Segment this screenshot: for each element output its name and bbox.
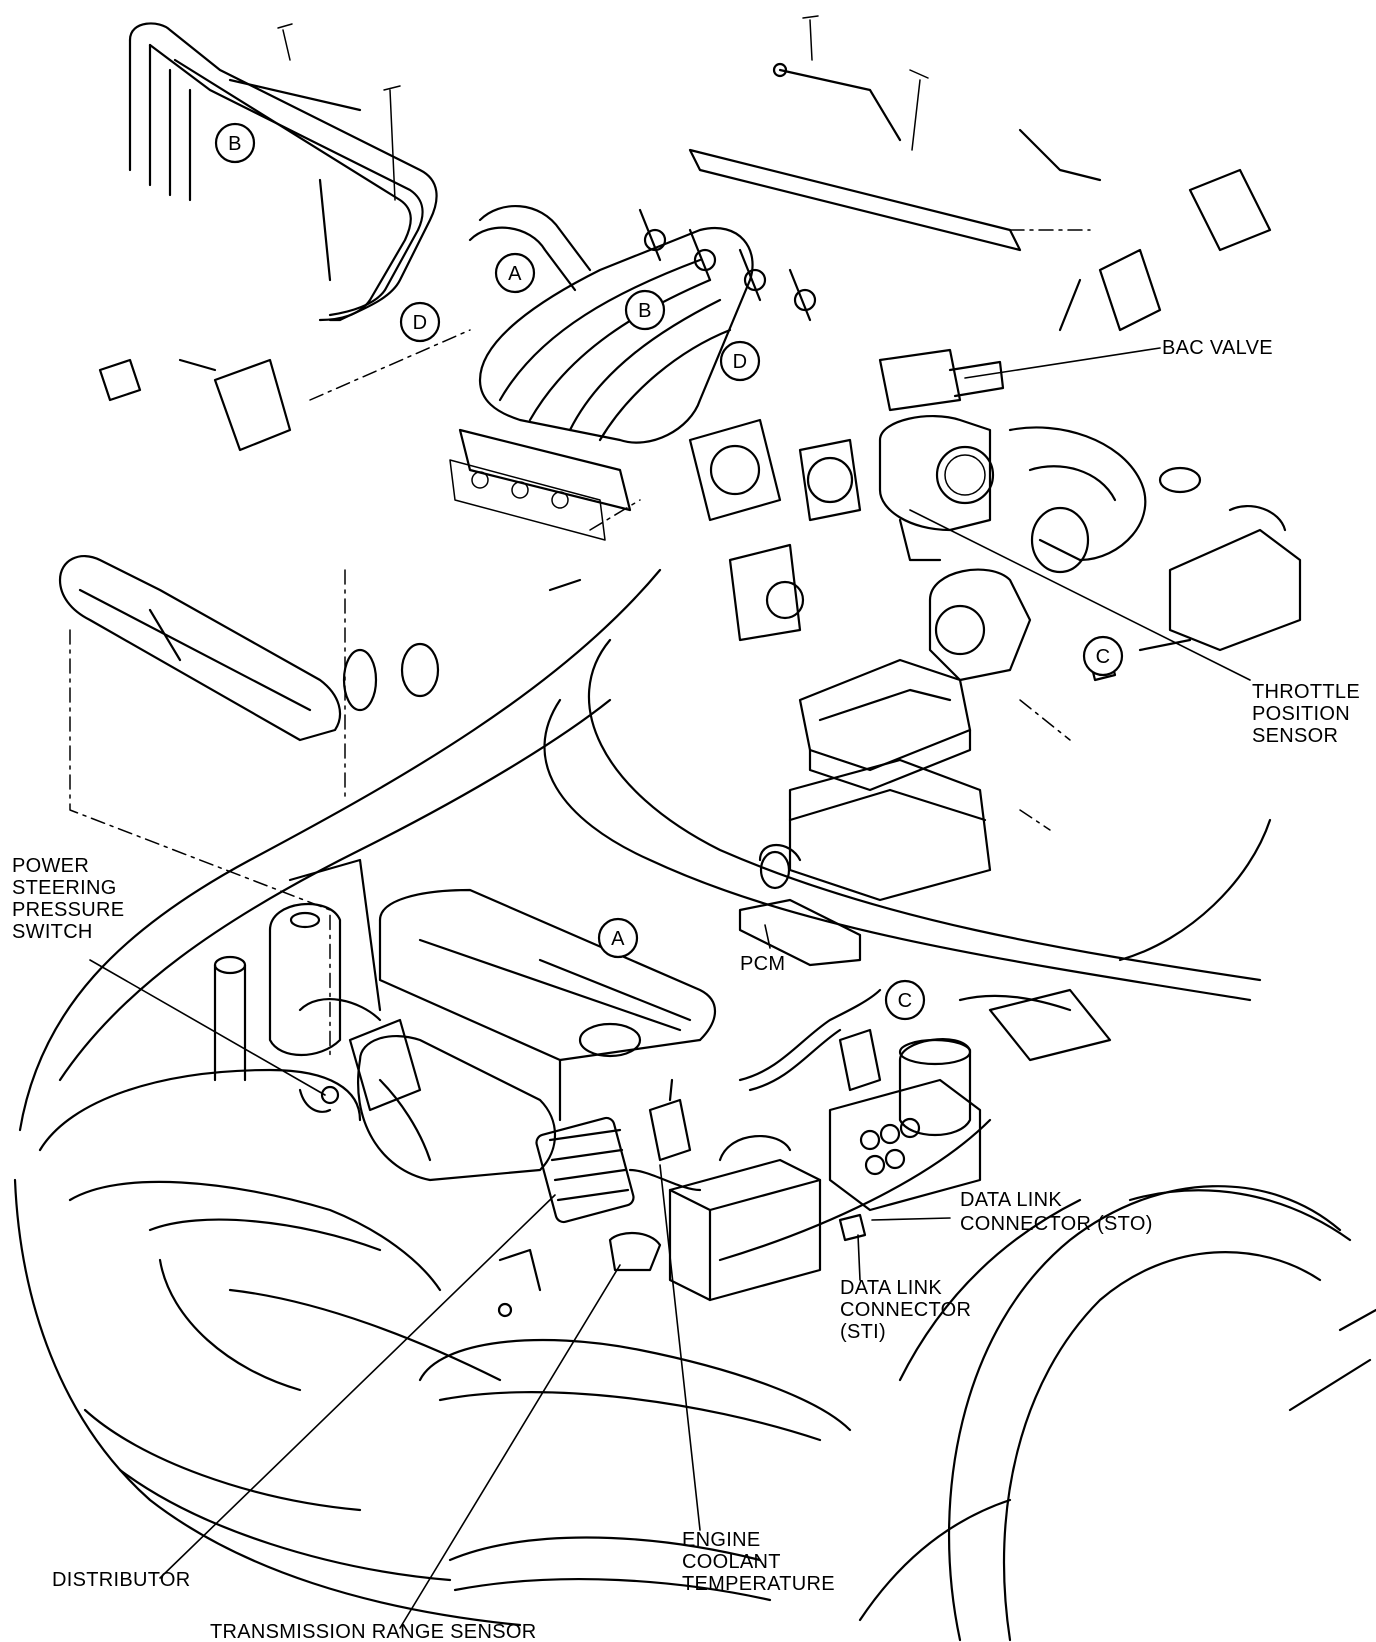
label-engine-coolant-temperature: ENGINE COOLANT TEMPERATURE xyxy=(682,1529,835,1595)
label-throttle-position-sensor: THROTTLE POSITION SENSOR xyxy=(1252,681,1366,747)
callout-c-air-duct: C xyxy=(1082,635,1124,677)
svg-text:C: C xyxy=(898,990,913,1012)
phantom-lines xyxy=(69,229,1091,1061)
callout-b-top-left: B xyxy=(214,122,256,164)
engine-bay xyxy=(213,858,1112,1318)
callout-c-engine: C xyxy=(884,979,926,1021)
label-pcm: PCM xyxy=(740,953,785,975)
label-bac-valve: BAC VALVE xyxy=(1162,337,1273,359)
svg-text:B: B xyxy=(638,300,652,322)
svg-text:A: A xyxy=(508,263,522,285)
svg-text:D: D xyxy=(733,351,748,373)
callout-b-manifold: B xyxy=(624,289,666,331)
svg-text:A: A xyxy=(611,928,625,950)
label-data-link-connector-sto: DATA LINK CONNECTOR (STO) xyxy=(960,1189,1153,1235)
callout-d-left: D xyxy=(399,301,441,343)
label-distributor: DISTRIBUTOR xyxy=(52,1569,191,1591)
callout-d-manifold: D xyxy=(719,340,761,382)
component-labels: BAC VALVE THROTTLE POSITION SENSOR POWER… xyxy=(12,337,1366,1642)
svg-text:D: D xyxy=(413,312,428,334)
callout-a-manifold: A xyxy=(494,252,536,294)
callout-circles: B A B D D C A C xyxy=(214,122,1124,1021)
label-transmission-range-sensor: TRANSMISSION RANGE SENSOR xyxy=(210,1621,536,1642)
label-power-steering-pressure-switch: POWER STEERING PRESSURE SWITCH xyxy=(12,855,130,943)
label-data-link-connector-sti: DATA LINK CONNECTOR (STI) xyxy=(840,1277,977,1343)
callout-a-engine: A xyxy=(597,917,639,959)
leader-lines xyxy=(89,347,1251,1629)
svg-text:C: C xyxy=(1096,646,1111,668)
exploded-assembly xyxy=(58,15,1302,967)
vehicle-body-outline xyxy=(13,568,1376,1642)
svg-text:B: B xyxy=(228,133,242,155)
